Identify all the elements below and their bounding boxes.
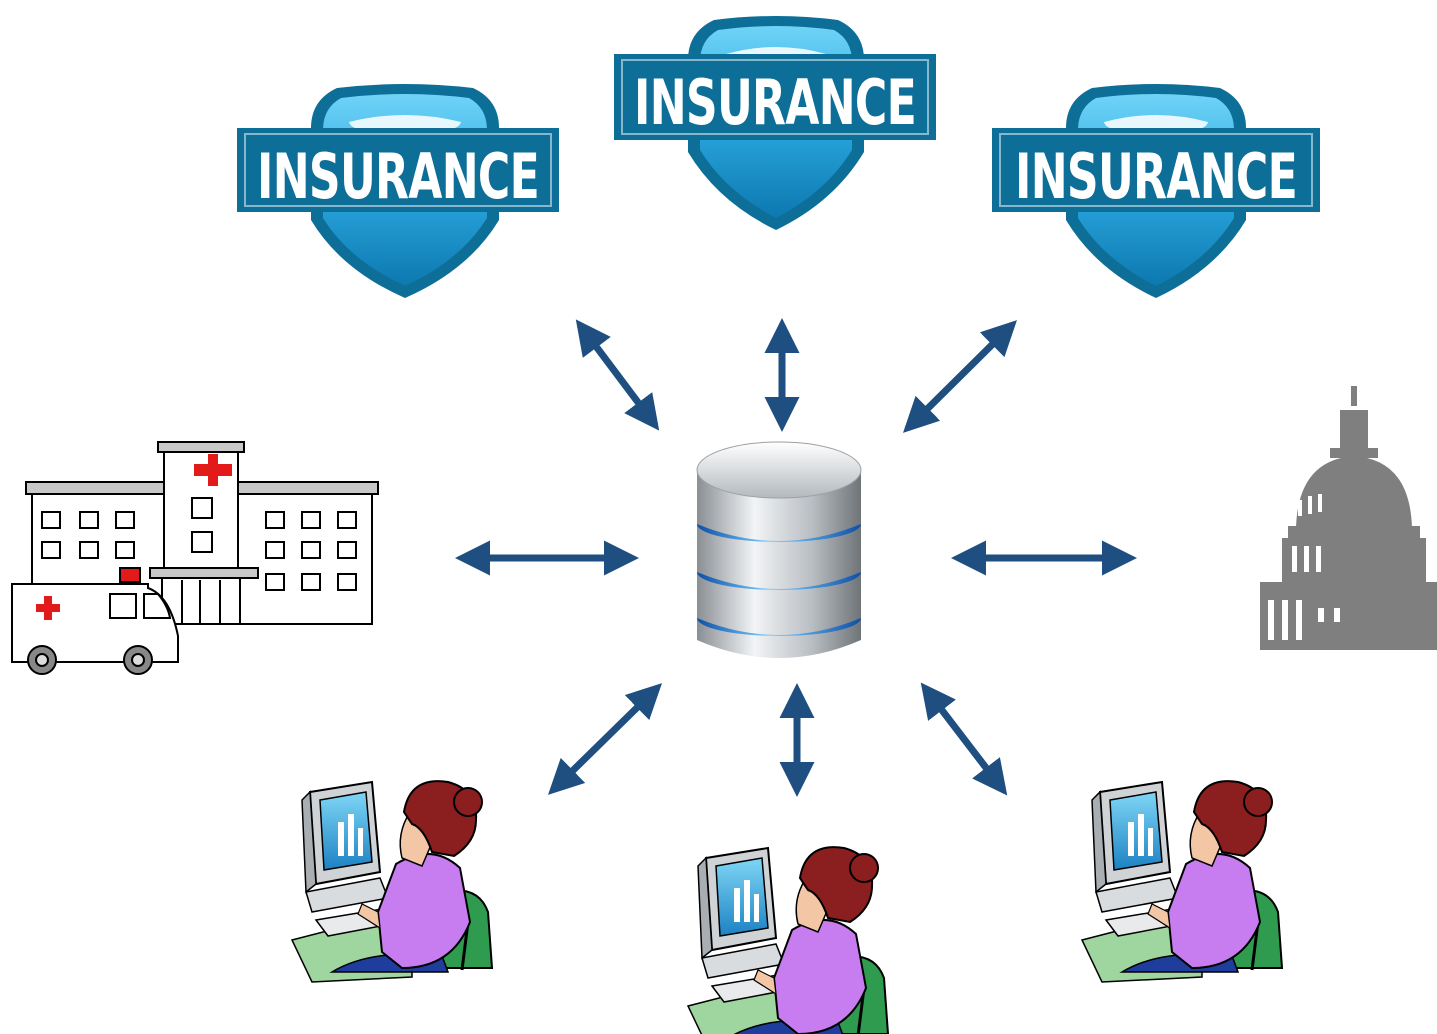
database-icon — [696, 441, 862, 658]
insurance-label: INSURANCE — [634, 66, 916, 139]
computer-worker-icon — [1080, 780, 1284, 983]
insurance-badge-right: INSURANCE — [992, 84, 1320, 298]
computer-worker-icon — [290, 780, 494, 983]
capitol-building-icon — [1260, 386, 1437, 650]
arrow-db-insurance-left — [575, 319, 660, 431]
insurance-badge-left: INSURANCE — [237, 84, 559, 298]
insurance-shield-icon — [237, 84, 559, 298]
insurance-shield-icon — [992, 84, 1320, 298]
insurance-badge-center: INSURANCE — [614, 16, 936, 230]
connector-arrows — [455, 318, 1137, 797]
hospital-ambulance-icon — [11, 441, 379, 675]
insurance-label: INSURANCE — [1015, 140, 1297, 213]
arrow-db-worker-left — [548, 683, 662, 795]
arrow-db-worker-right — [920, 682, 1008, 796]
insurance-label: INSURANCE — [257, 140, 539, 213]
insurance-shield-icon — [614, 16, 936, 230]
computer-worker-icon — [686, 846, 890, 1034]
arrow-db-insurance-right — [903, 320, 1017, 433]
